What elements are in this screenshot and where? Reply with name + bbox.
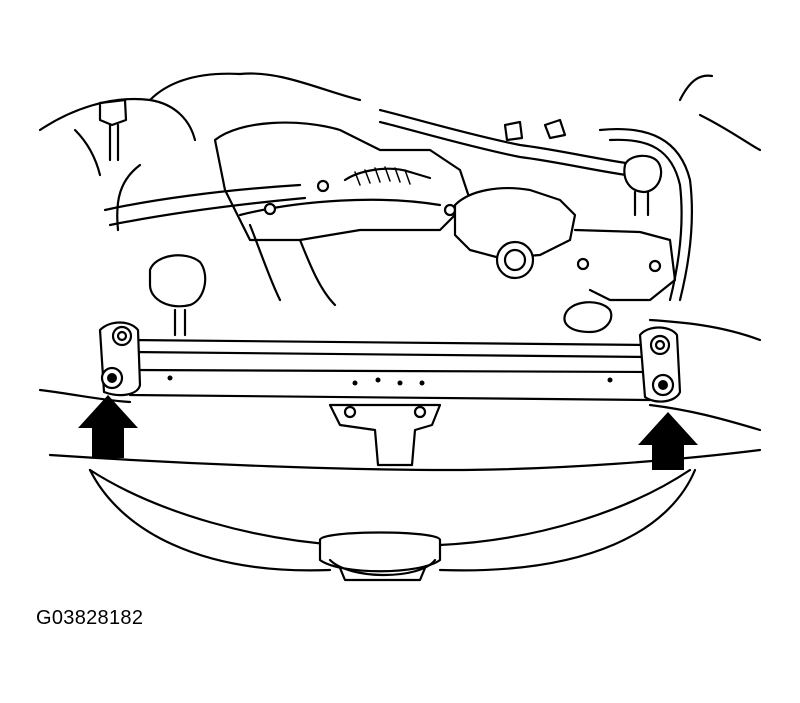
left-reservoir: [73, 98, 142, 232]
figure-code-label: G03828182: [36, 607, 144, 629]
air-intake: [148, 254, 207, 337]
intake-manifold: [213, 121, 472, 307]
right-location-arrow: [638, 412, 698, 470]
front-bumper: [38, 388, 762, 582]
hood-latch: [328, 403, 442, 467]
upper-body-outline: [38, 72, 762, 342]
radiator-cap: [563, 301, 613, 334]
right-radiator-mounting-bracket: [638, 326, 682, 403]
oil-filler-cap: [623, 154, 663, 217]
radiator-support: [128, 338, 652, 402]
left-location-arrow: [78, 395, 138, 458]
hoses: [103, 108, 694, 302]
right-cam-cover: [453, 187, 677, 302]
left-radiator-mounting-bracket: [98, 321, 142, 397]
